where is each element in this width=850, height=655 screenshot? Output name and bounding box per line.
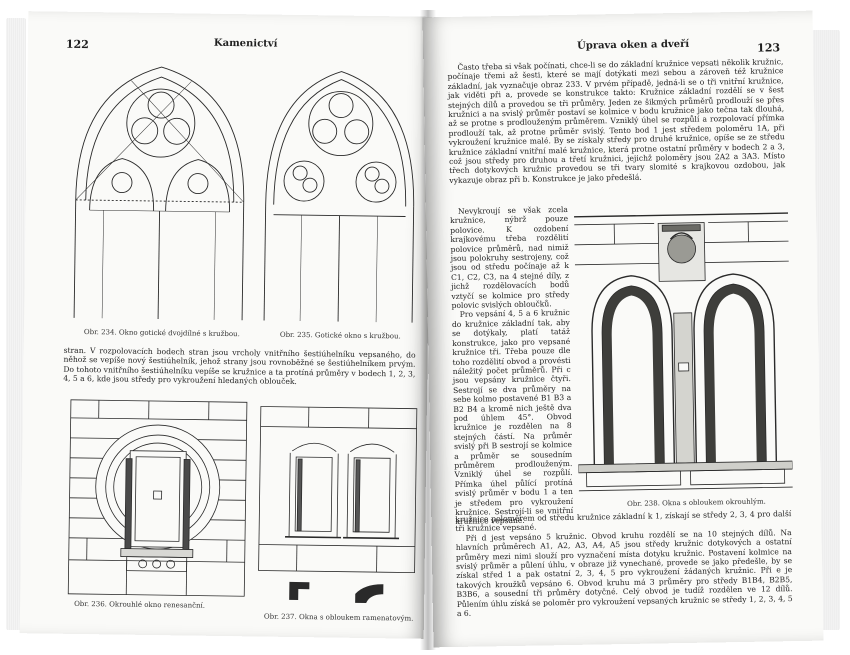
right-narrow-column: Nevykroují se však zcela kružnice, nýbrž… xyxy=(450,205,574,527)
right-bottom-text: kružnice poloměrem od středu kružnice zá… xyxy=(455,509,793,618)
narrow-paragraph-2: Pro vepsání 4, 5 a 6 kružnic do kružnice… xyxy=(451,308,574,527)
caption-figure-234: Obr. 234. Okno gotické dvojdílné s kružb… xyxy=(83,328,240,339)
page-number-right: 123 xyxy=(757,41,781,55)
caption-figure-238: Obr. 238. Okna s obloukem okrouhlým. xyxy=(626,497,766,508)
right-bottom-paragraph-text: Při d jest vepsáno 5 kružnic. Obvod kruh… xyxy=(455,527,793,619)
profile-section-icon xyxy=(355,584,384,603)
left-paragraph: stran. V rozpolovacích bodech stran jsou… xyxy=(63,346,415,389)
right-top-paragraph-text: Často třeba si však počínati, chce-li se… xyxy=(447,57,786,185)
profile-section-icon xyxy=(289,581,310,601)
narrow-paragraph-1: Nevykroují se však zcela kružnice, nýbrž… xyxy=(450,204,570,311)
caption-figure-235: Obr. 235. Gotické okno s kružbou. xyxy=(279,330,401,341)
left-paragraph-text: stran. V rozpolovacích bodech stran jsou… xyxy=(63,345,416,387)
segmental-arch-windows-figure-237 xyxy=(257,404,419,574)
page-number-left: 122 xyxy=(65,37,89,52)
gothic-window-figure-234 xyxy=(68,60,252,324)
round-arch-windows-figure-238 xyxy=(574,211,793,493)
gothic-window-figure-235 xyxy=(258,64,422,326)
caption-figure-237: Obr. 237. Okna s obloukem ramenatovým. xyxy=(263,612,414,623)
right-top-paragraph: Často třeba si však počínati, chce-li se… xyxy=(447,57,785,185)
caption-figure-236: Obr. 236. Okrouhlé okno renesanční. xyxy=(74,599,206,610)
left-page: 122 Kamenictví xyxy=(19,11,433,639)
running-head-left: Kamenictví xyxy=(213,37,278,50)
renaissance-window-figure-236 xyxy=(66,398,249,598)
right-page: Úprava oken a dveří 123 Často třeba si v… xyxy=(422,10,824,648)
running-head-right: Úprava oken a dveří xyxy=(576,38,690,52)
